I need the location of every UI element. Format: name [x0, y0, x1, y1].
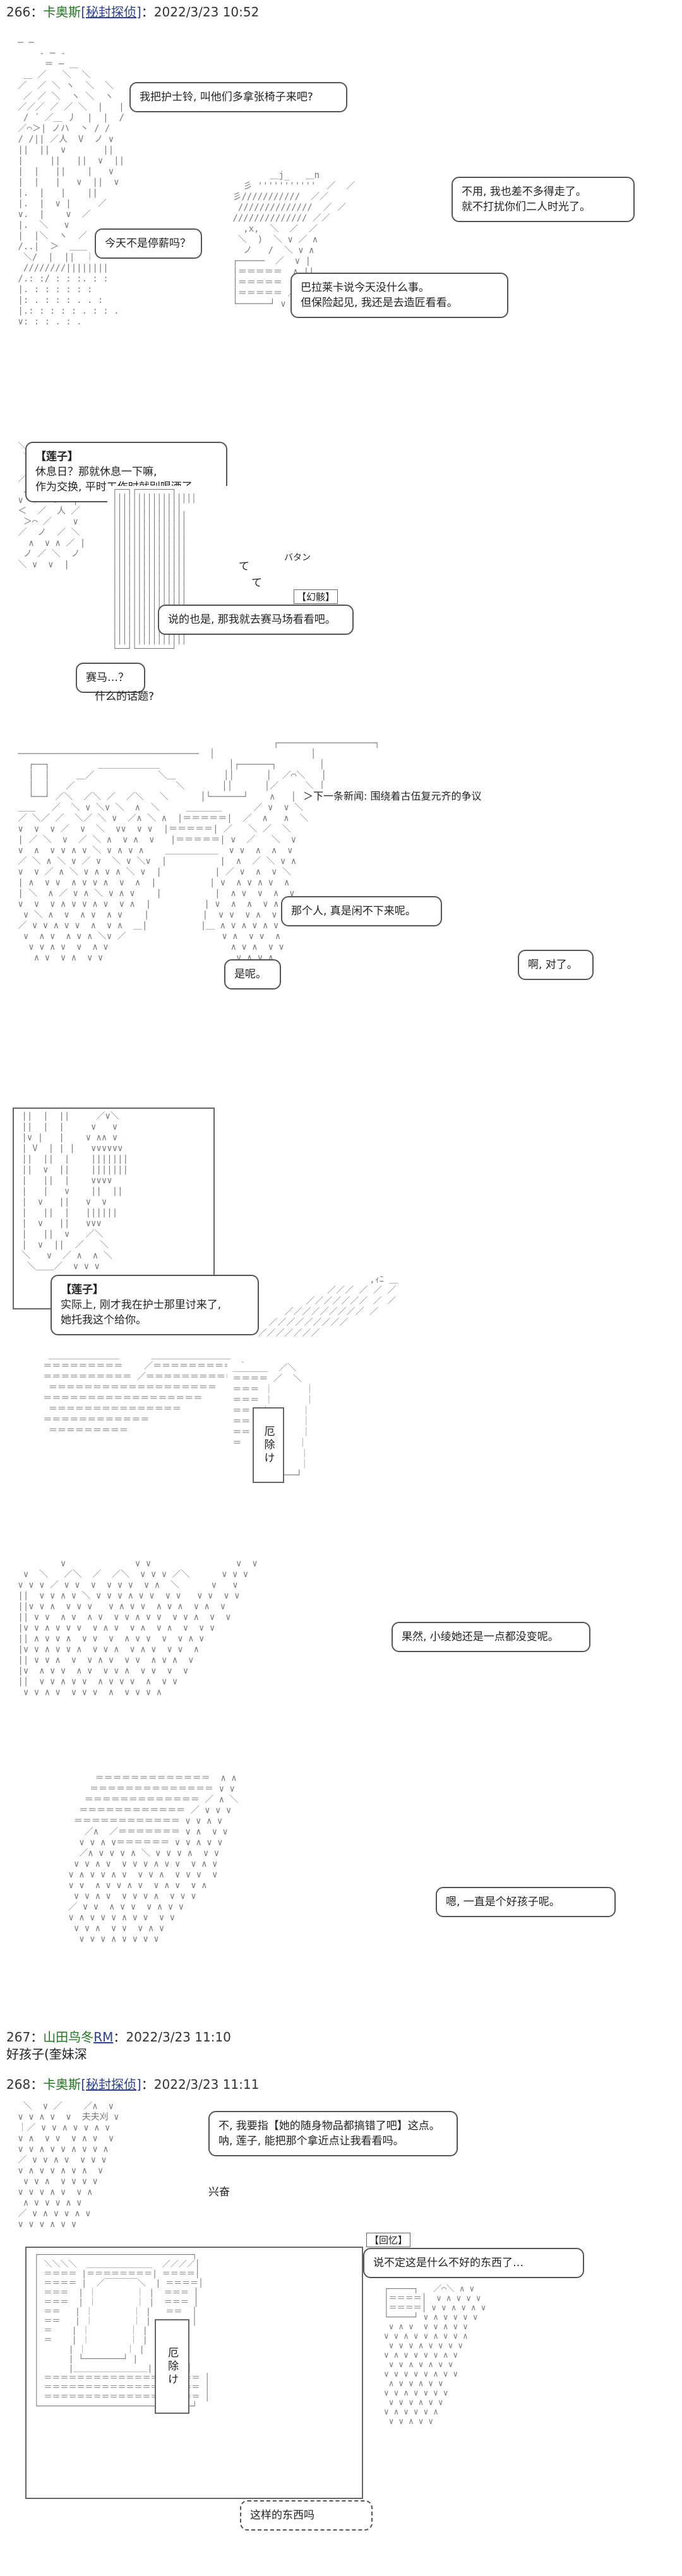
dialogue-line: 这样的东西吗 [250, 2509, 314, 2522]
dialogue-line: 就不打扰你们二人时光了。 [462, 201, 590, 213]
news-ticker: ＞下一条新闻: 围绕着古伍复元齐的争议 [303, 789, 482, 804]
sfx-excited: 兴奋 [208, 2186, 230, 2199]
post-date: 2022/3/23 10:52 [153, 4, 260, 20]
post-date: 2022/3/23 11:10 [126, 2029, 231, 2045]
ascii-art-two-girls: ∨ ∨ ∨ ∨ ∨ ∨ ＼ ／＼ ／ ／＼ ∨ ∨ ∨ ／＼ ∨ ∨ ∨ ∨ ∨… [18, 1559, 258, 1698]
post-author: 卡奥斯 [43, 4, 81, 20]
dialogue-line: 不, 我要指【她的随身物品都搞错了吧】这点。 [218, 2120, 440, 2132]
speech-bubble: 赛马…？ [76, 663, 145, 693]
caption-text: 什么的话题? [95, 690, 155, 703]
speaker-label: 【莲子】 [61, 1284, 104, 1296]
sfx-batan: バタン [284, 553, 311, 563]
dialogue-line: 啊, 对了。 [528, 959, 578, 971]
speech-bubble: 说的也是, 那我就去赛马场看看吧。 [158, 605, 354, 635]
dialogue-line: 今天不是停薪吗？ [105, 237, 191, 250]
ascii-art-nurse-room: ─ ─ ‐ ─ ‐ ＝ ─ ＿ ＿ ／ ＼ ＼ ／ ／ ＼ ヽ ＼ ＼ ／ ／ … [18, 38, 125, 327]
post-author: 卡奥斯 [43, 2077, 81, 2092]
amulet-card: 厄除け [253, 1407, 284, 1483]
speech-bubble: 今天不是停薪吗？ [95, 228, 202, 259]
post-trip[interactable]: [秘封探侦] [81, 2077, 141, 2092]
ascii-art-girl-memory: ┌─────┐ ／⌒＼ ∧ ∨ │＝＝＝＝│ ∨ ∧ ∨ ∨ ∨ │＝＝＝＝│ … [383, 2284, 486, 2426]
speech-bubble: 果然, 小绫她还是一点都没变呢。 [392, 1622, 590, 1652]
speech-bubble: 说不定这是什么不好的东西了… [363, 2248, 584, 2278]
dialogue-line: 实际上, 刚才我在护士那里讨来了, [61, 1299, 222, 1311]
post-header-268: 268：卡奥斯[秘封探侦]：2022/3/23 11:11 [6, 2077, 260, 2092]
ascii-art-excited-girl: ＼ ∨ ／ ／∧ ∨ ∨ ∨ ∧ ∨ ∨ 夫夫刈 ∨ ｜／ ∨ ∨ ∧ ∨ ∨ … [18, 2101, 119, 2230]
dialogue-line: 但保险起见, 我还是去造匠看看。 [301, 297, 458, 309]
dialogue-line: 不用, 我也差不多得走了。 [462, 186, 587, 198]
speech-bubble: 【莲子】 实际上, 刚才我在护士那里讨来了, 她托我这个给你。 [51, 1275, 259, 1335]
amulet-card: 厄除け [155, 2319, 189, 2414]
post-date: 2022/3/23 11:11 [153, 2077, 260, 2092]
dialogue-line: 她托我这个给你。 [61, 1314, 147, 1326]
dialogue-line: 说的也是, 那我就去赛马场看看吧。 [168, 613, 336, 626]
dialogue-line: 说不定这是什么不好的东西了… [373, 2257, 523, 2269]
post-number: 267 [6, 2029, 31, 2045]
door-frame: ┌──┐┌───────┐ │││││││││││││││││ ││││││││… [107, 486, 240, 675]
post-number: 268 [6, 2077, 31, 2092]
post-trip[interactable]: [秘封探侦] [81, 4, 141, 20]
ascii-art-tv-scene: ┌──────────────────┐ ───────────────────… [18, 738, 380, 963]
sfx-text: て [239, 560, 249, 573]
speaker-label: 【莲子】 [35, 451, 78, 463]
post-header-267: 267：山田鸟冬RM：2022/3/23 11:10 [6, 2029, 231, 2045]
speaker-tag: 【幻骸】 [294, 589, 338, 604]
ascii-art-door: ┌──┐┌───────┐ │││││││││││││││││ ││││││││… [112, 486, 196, 654]
dialogue-line: 是呢。 [234, 968, 266, 981]
post-author[interactable]: 山田鸟冬 [43, 2029, 94, 2045]
dialogue-line: 我把护士铃, 叫他们多拿张椅子来吧? [140, 91, 313, 103]
dialogue-line: 赛马…？ [86, 671, 129, 684]
ascii-art-girl-smile: ＝＝＝＝＝＝＝＝＝＝＝＝＝ ∧ ∧ ＝＝＝＝＝＝＝＝＝＝＝＝＝＝ ∨ ∨ ＝＝＝… [68, 1773, 239, 1944]
dialogue-line: 巴拉莱卡说今天没什么事。 [301, 281, 429, 294]
speech-bubble: 巴拉莱卡说今天没什么事。 但保险起见, 我还是去造匠看看。 [290, 273, 508, 318]
speech-bubble: 不用, 我也差不多得走了。 就不打扰你们二人时光了。 [452, 177, 635, 222]
ascii-art-arm: ,ｨﾆ ＿ ／／／ ／ ／ ／ ／／／／／／／ ／ ／ ／／／／／／／／／ ／ … [258, 1275, 398, 1338]
post-trip[interactable]: RM [93, 2029, 114, 2045]
speech-bubble: 这样的东西吗 [240, 2500, 373, 2531]
dialogue-line: 果然, 小绫她还是一点都没变呢。 [402, 1631, 559, 1643]
dialogue-line: 休息日？那就休息一下嘛, [35, 466, 157, 478]
ascii-art-temple-gate: ┌───────────────────────────────┐ │ ＼＼＼＼… [33, 2250, 210, 2411]
speech-bubble: 我把护士铃, 叫他们多拿张椅子来吧? [129, 82, 347, 112]
speech-bubble: 嗯, 一直是个好孩子呢。 [436, 1887, 616, 1917]
dialogue-line: 嗯, 一直是个好孩子呢。 [446, 1896, 560, 1908]
post-body: 好孩子(奎妹深 [6, 2047, 87, 2062]
memory-frame: ┌───────────────────────────────┐ │ ＼＼＼＼… [25, 2247, 363, 2499]
dialogue-line: 呐, 莲子, 能把那个拿近点让我看看吗。 [218, 2135, 404, 2148]
sfx-text: て [251, 577, 262, 589]
post-header-266: 266：卡奥斯[秘封探侦]：2022/3/23 10:52 [6, 4, 260, 20]
dialogue-line: 那个人, 真是闲不下来呢。 [291, 905, 416, 918]
speech-bubble: 是呢。 [224, 959, 281, 990]
speech-bubble: 啊, 对了。 [518, 950, 594, 980]
post-number: 266 [6, 4, 31, 20]
speech-bubble: 不, 我要指【她的随身物品都搞错了吧】这点。 呐, 莲子, 能把那个拿近点让我看… [208, 2111, 458, 2156]
ascii-art-visitor: ＿j_ ＿n 彡 ''''''''''' ／ ／ 彡/////////// ／／… [232, 170, 356, 309]
speech-bubble: 那个人, 真是闲不下来呢。 [281, 896, 442, 926]
speaker-tag: 【回忆】 [366, 2233, 411, 2247]
ascii-art-renko-closeup: || | || ／∨＼ || | | ∨ ∨ |∨ | | ∨ ∧∧ ∨ | V… [21, 1111, 129, 1272]
ascii-art-hands: ＿＿＿＿＿＿＿＿ ＿＿＿＿＿＿＿＿＿ ＝＝＝＝＝＝＝＝＝ ／＝＝＝＝＝＝＝＝＝＝… [43, 1350, 252, 1436]
